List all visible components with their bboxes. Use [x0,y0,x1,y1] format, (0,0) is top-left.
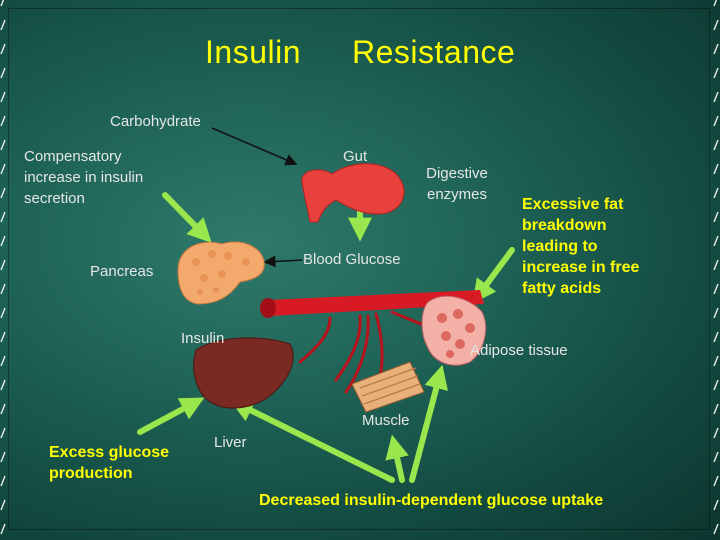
title-resistance: Resistance [352,34,516,70]
liver-icon [193,337,294,409]
muscle-label: Muscle [362,412,410,429]
compensatory-label: Compensatory increase in insulin secreti… [24,148,144,207]
digestive-enzymes-label: Digestive enzymes [426,165,488,203]
liver-label: Liver [214,434,247,451]
muscle-icon [351,361,425,413]
compensatory-to-pancreas-arrow [162,192,212,243]
fat-breakdown-to-adipose-arrow [472,247,515,304]
pancreas-icon [177,241,265,305]
excessive-fat-label: Excessive fat breakdown leading to incre… [522,196,640,297]
blood-glucose-to-pancreas-arrow [263,255,303,268]
decreased-uptake-label: Decreased insulin-dependent glucose upta… [259,492,604,509]
gut-label: Gut [343,148,368,165]
insulin-label: Insulin [181,330,225,347]
blood-glucose-label: Blood Glucose [303,251,401,268]
excess-glucose-label: Excess glucose production [49,444,170,482]
slide-frame [8,8,710,530]
excess-glucose-to-liver-arrow [137,397,205,435]
adipose-tissue-label: Adipose tissue [470,342,568,359]
uptake-to-adipose-arrow [409,364,448,483]
carbohydrate-to-gut-arrow [211,127,298,166]
uptake-to-liver-arrow [229,399,395,483]
title-insulin: Insulin [205,34,301,70]
pancreas-label: Pancreas [90,263,154,280]
uptake-to-muscle-arrow [385,434,409,483]
gut-icon [301,163,405,223]
carbohydrate-label: Carbohydrate [110,113,201,130]
adipose-tissue-icon [421,295,486,366]
